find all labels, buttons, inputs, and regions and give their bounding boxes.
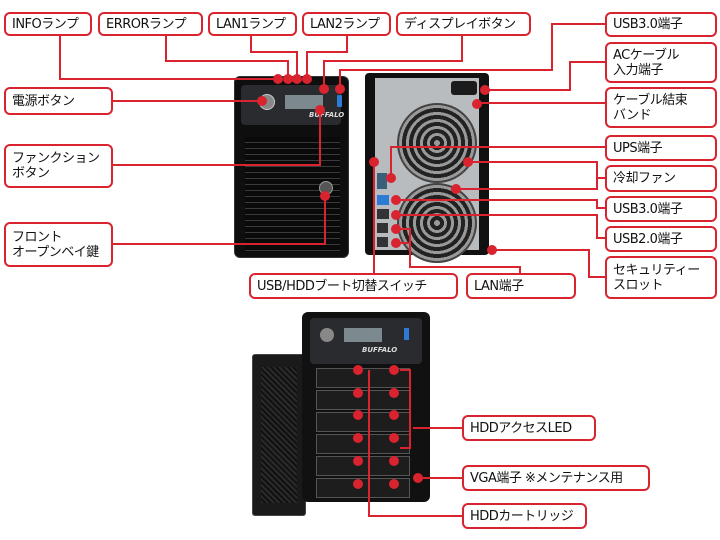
callout-dot xyxy=(319,84,329,94)
callout-line-ac xyxy=(485,61,605,91)
callout-dot xyxy=(389,410,399,420)
callout-dot xyxy=(386,173,396,183)
callout-line-key xyxy=(113,196,326,245)
front-door-image xyxy=(252,354,306,516)
ac-inlet-graphic xyxy=(451,81,477,95)
fan-icon xyxy=(397,103,477,183)
callout-line-usb30-rear xyxy=(396,199,605,209)
callout-dot xyxy=(391,195,401,205)
callout-dot xyxy=(353,479,363,489)
callout-dot xyxy=(472,99,482,109)
callout-dot xyxy=(353,365,363,375)
callout-dot xyxy=(353,388,363,398)
label-usb30-front: USB3.0端子 xyxy=(605,12,717,37)
label-ac-input: ACケーブル 入力端子 xyxy=(605,42,717,83)
label-cooling-fan: 冷却ファン xyxy=(605,165,717,192)
front-device-image: BUFFALO xyxy=(234,76,349,258)
callout-dot xyxy=(283,74,293,84)
label-ups-port: UPS端子 xyxy=(605,135,717,161)
callout-dot xyxy=(302,74,312,84)
callout-line-hdd-led-bus xyxy=(400,369,411,449)
label-front-key: フロント オープンベイ鍵 xyxy=(4,222,113,267)
callout-dot xyxy=(487,245,497,255)
label-power-button: 電源ボタン xyxy=(4,87,113,115)
callout-line-error xyxy=(165,35,289,79)
callout-dot xyxy=(391,224,401,234)
callout-dot xyxy=(292,74,302,84)
hdd-bay xyxy=(316,456,410,476)
label-boot-switch: USB/HDDブート切替スイッチ xyxy=(249,273,458,299)
callout-line-fan2 xyxy=(456,178,598,190)
label-cable-band: ケーブル結束 バンド xyxy=(605,87,717,128)
lan-port-2 xyxy=(377,237,388,247)
label-hdd-access-led: HDDアクセスLED xyxy=(462,415,596,441)
callout-dot xyxy=(320,191,330,201)
lcd-display xyxy=(344,328,382,342)
label-display-button: ディスプレイボタン xyxy=(396,12,531,36)
callout-dot xyxy=(273,74,283,84)
brand-logo: BUFFALO xyxy=(309,111,345,119)
callout-dot xyxy=(257,96,267,106)
callout-dot xyxy=(335,84,345,94)
label-info-lamp: INFOランプ xyxy=(4,12,92,36)
callout-dot xyxy=(369,157,379,167)
callout-line-cartridge xyxy=(368,370,462,517)
callout-line-lan1 xyxy=(250,35,298,79)
callout-dot xyxy=(389,388,399,398)
callout-dot xyxy=(451,184,461,194)
label-lan-port: LAN端子 xyxy=(466,273,576,299)
callout-dot xyxy=(413,473,423,483)
callout-dot xyxy=(389,479,399,489)
callout-dot xyxy=(389,365,399,375)
label-usb30-rear: USB3.0端子 xyxy=(605,196,717,222)
callout-line-display xyxy=(323,35,463,88)
power-button-graphic xyxy=(320,328,334,342)
label-usb20-rear: USB2.0端子 xyxy=(605,226,717,252)
callout-dot xyxy=(391,238,401,248)
label-vga-port: VGA端子 ※メンテナンス用 xyxy=(462,465,650,491)
door-filter xyxy=(261,367,297,503)
serial-port xyxy=(377,173,387,189)
label-lan2-lamp: LAN2ランプ xyxy=(302,12,391,36)
label-lan1-lamp: LAN1ランプ xyxy=(208,12,297,36)
brand-logo: BUFFALO xyxy=(362,346,398,354)
callout-line-security xyxy=(492,249,605,278)
label-hdd-cartridge: HDDカートリッジ xyxy=(462,503,587,529)
callout-line-info xyxy=(59,35,278,80)
callout-line-lan2 xyxy=(306,35,348,79)
front-usb-port xyxy=(337,95,342,107)
callout-dot xyxy=(389,456,399,466)
hdd-bay xyxy=(316,478,410,498)
callout-line-usb20-rear xyxy=(396,214,605,239)
callout-line-usb30-front xyxy=(339,23,605,88)
callout-dot xyxy=(315,105,325,115)
callout-line-lan xyxy=(396,228,521,275)
usb2-ports xyxy=(377,209,389,219)
lcd-display xyxy=(285,95,323,109)
callout-line-fan1 xyxy=(468,161,605,179)
callout-dot xyxy=(480,85,490,95)
callout-dot xyxy=(463,157,473,167)
usb3-ports xyxy=(377,195,389,205)
label-error-lamp: ERRORランプ xyxy=(98,12,203,36)
label-security-slot: セキュリティー スロット xyxy=(605,256,717,299)
callout-dot xyxy=(353,433,363,443)
lan-port-1 xyxy=(377,223,388,233)
label-function-button: ファンクション ボタン xyxy=(4,144,113,188)
callout-dot xyxy=(353,410,363,420)
callout-dot xyxy=(391,210,401,220)
open-device-image: BUFFALO xyxy=(302,312,430,502)
callout-line-function xyxy=(113,110,321,166)
front-usb-port xyxy=(404,328,409,340)
callout-dot xyxy=(353,456,363,466)
callout-line-ups xyxy=(390,146,605,178)
callout-dot xyxy=(389,433,399,443)
